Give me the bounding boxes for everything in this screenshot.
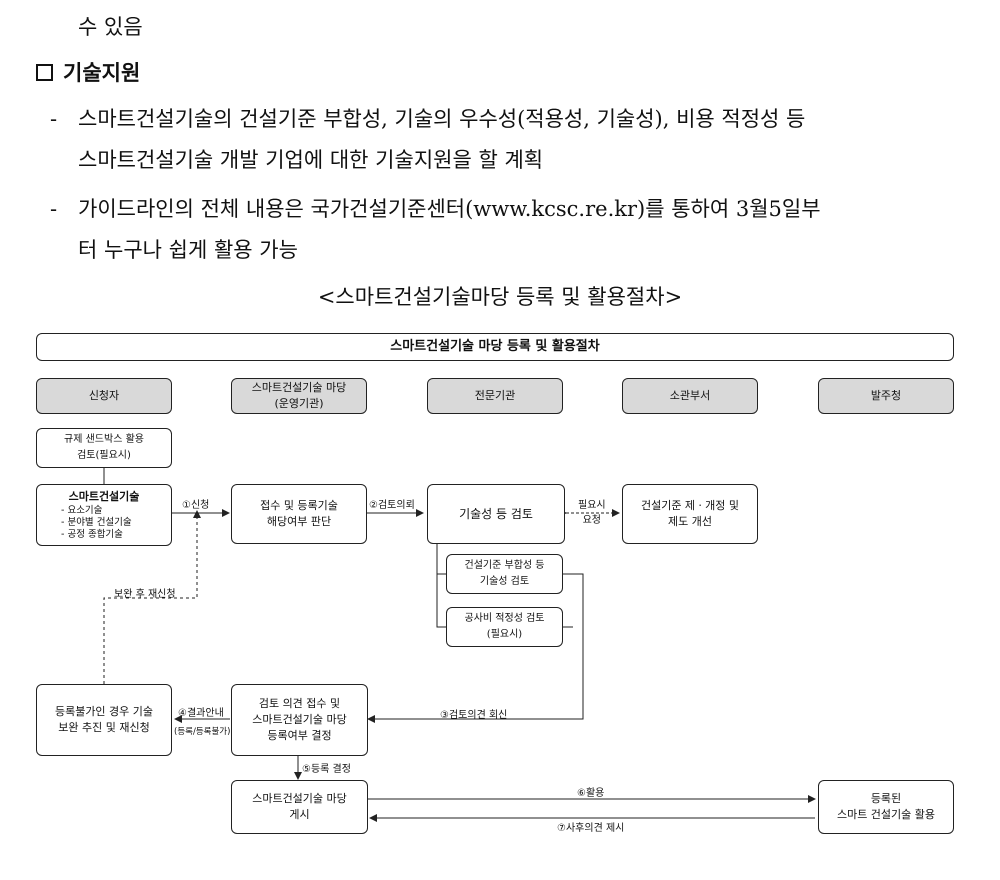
notice-sub-label: (등록/등록불가)	[174, 727, 231, 737]
review-branch-line	[436, 544, 446, 628]
notice-label: ④결과안내	[178, 708, 224, 719]
diagram-title: 스마트건설기술 마당 등록 및 활용절차	[36, 333, 954, 361]
bullet-1-dash: -	[50, 107, 58, 131]
bullet-1-line1: 스마트건설기술의 건설기준 부합성, 기술의 우수성(적용성, 기술성), 비용…	[78, 107, 806, 131]
bullet-2-line1: 가이드라인의 전체 내용은 국가건설기준센터(www.kcsc.re.kr)를 …	[78, 197, 821, 221]
header-applicant: 신청자	[36, 378, 172, 414]
reply-arrow	[367, 573, 584, 723]
reply-label: ③검토의견 회신	[440, 710, 508, 721]
request-label: ②검토의뢰	[369, 500, 415, 511]
smart-tech-box: 스마트건설기술 - 요소기술 - 분야별 건설기술 - 공정 종합기술	[36, 484, 172, 546]
bullet-1-line2: 스마트건설기술 개발 기업에 대한 기술지원을 할 계획	[78, 148, 544, 172]
register-label: ⑤등록 결정	[302, 764, 351, 775]
utilize-label: ⑥활용	[577, 788, 605, 799]
header-client: 발주청	[818, 378, 954, 414]
feedback-label: ⑦사후의견 제시	[557, 823, 625, 834]
bullet-2-line2: 터 누구나 쉽게 활용 가능	[78, 238, 298, 262]
header-platform: 스마트건설기술 마당(운영기관)	[231, 378, 367, 414]
resubmit-label: 보완 후 재신청	[114, 589, 176, 600]
diagram-caption: <스마트건설기술마당 등록 및 활용절차>	[317, 285, 683, 309]
cost-review-box: 공사비 적정성 검토(필요시)	[446, 607, 563, 647]
resubmit-arrow	[103, 510, 201, 684]
bullet-2-dash: -	[50, 197, 58, 221]
tech-review-box: 기술성 등 검토	[427, 484, 565, 544]
section-title: 기술지원	[63, 61, 141, 85]
square-bullet-icon	[36, 64, 53, 81]
header-department: 소관부서	[622, 378, 758, 414]
apply-label: ①신청	[182, 500, 210, 511]
header-expert: 전문기관	[427, 378, 563, 414]
section-heading: 기술지원	[36, 58, 140, 88]
intro-tail: 수 있음	[78, 15, 143, 39]
